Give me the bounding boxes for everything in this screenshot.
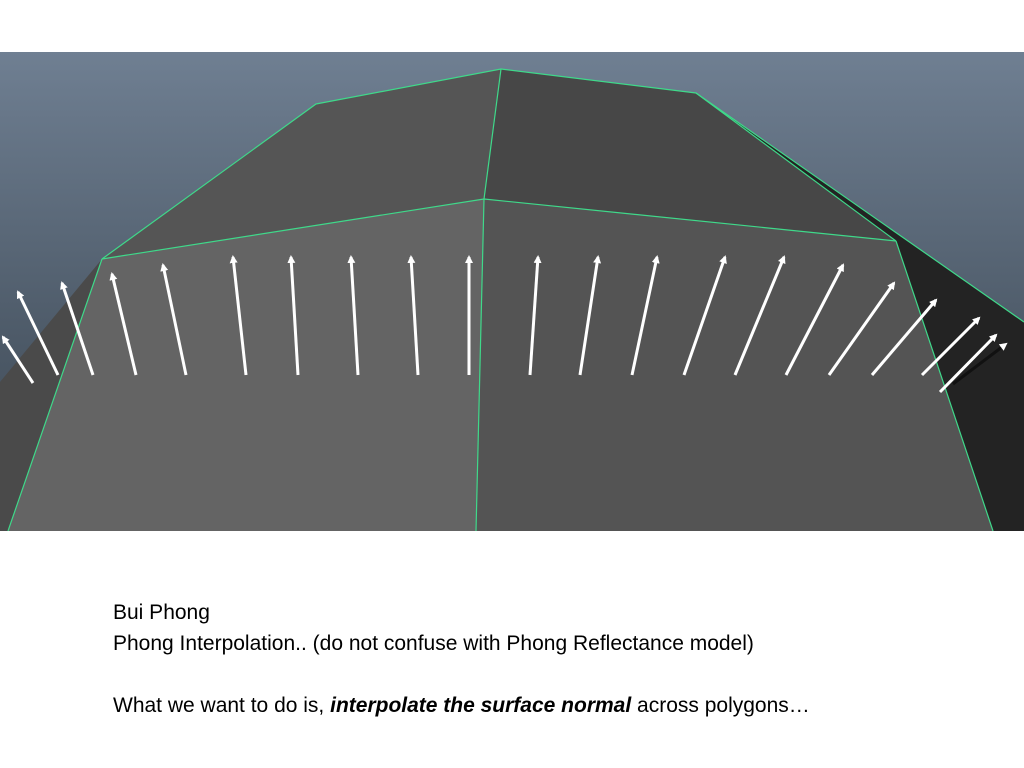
surface-normal-arrow-icon <box>827 281 896 376</box>
mesh-edges <box>7 68 1024 531</box>
surface-normal-arrow-icon <box>287 255 300 376</box>
polygon-mesh-figure <box>0 52 1024 531</box>
surface-normal-arrow-icon <box>733 255 786 376</box>
surface-normal-arrow-icon <box>160 263 188 376</box>
surface-normal-arrow-icon <box>682 255 727 376</box>
surface-normal-arrow-icon <box>528 255 542 376</box>
surface-normal-arrow-icon <box>784 263 845 376</box>
caption-subtitle: Phong Interpolation.. (do not confuse wi… <box>113 632 754 655</box>
upper-right-face <box>484 69 896 241</box>
far-right-face <box>696 93 1024 531</box>
caption-description: What we want to do is, interpolate the s… <box>113 690 993 721</box>
surface-normal-arrow-icon <box>229 255 248 376</box>
caption-description-end: across polygons… <box>631 694 810 717</box>
surface-normal-arrow-icon <box>630 255 660 376</box>
surface-normal-arrow-icon <box>16 290 60 376</box>
surface-normal-arrow-icon <box>578 255 602 376</box>
surface-normal-arrow-icon <box>1 335 35 384</box>
surface-normal-arrow-icon <box>870 298 938 376</box>
surface-normals <box>1 255 1008 394</box>
caption-description-start: What we want to do is, <box>113 694 331 717</box>
lower-right-face <box>476 199 993 531</box>
surface-normal-arrow-icon <box>109 272 138 376</box>
slide-caption: Bui Phong Phong Interpolation.. (do not … <box>113 597 993 721</box>
surface-normal-arrow-icon <box>347 255 360 376</box>
surface-normal-arrow-icon <box>60 281 95 376</box>
surface-normal-arrow-icon <box>952 342 1008 386</box>
caption-emphasis: interpolate the surface normal <box>330 694 632 717</box>
surface-normal-arrow-icon <box>920 316 981 377</box>
caption-author: Bui Phong <box>113 601 210 624</box>
surface-normal-arrow-icon <box>938 333 998 394</box>
surface-normal-arrow-icon <box>407 255 420 376</box>
